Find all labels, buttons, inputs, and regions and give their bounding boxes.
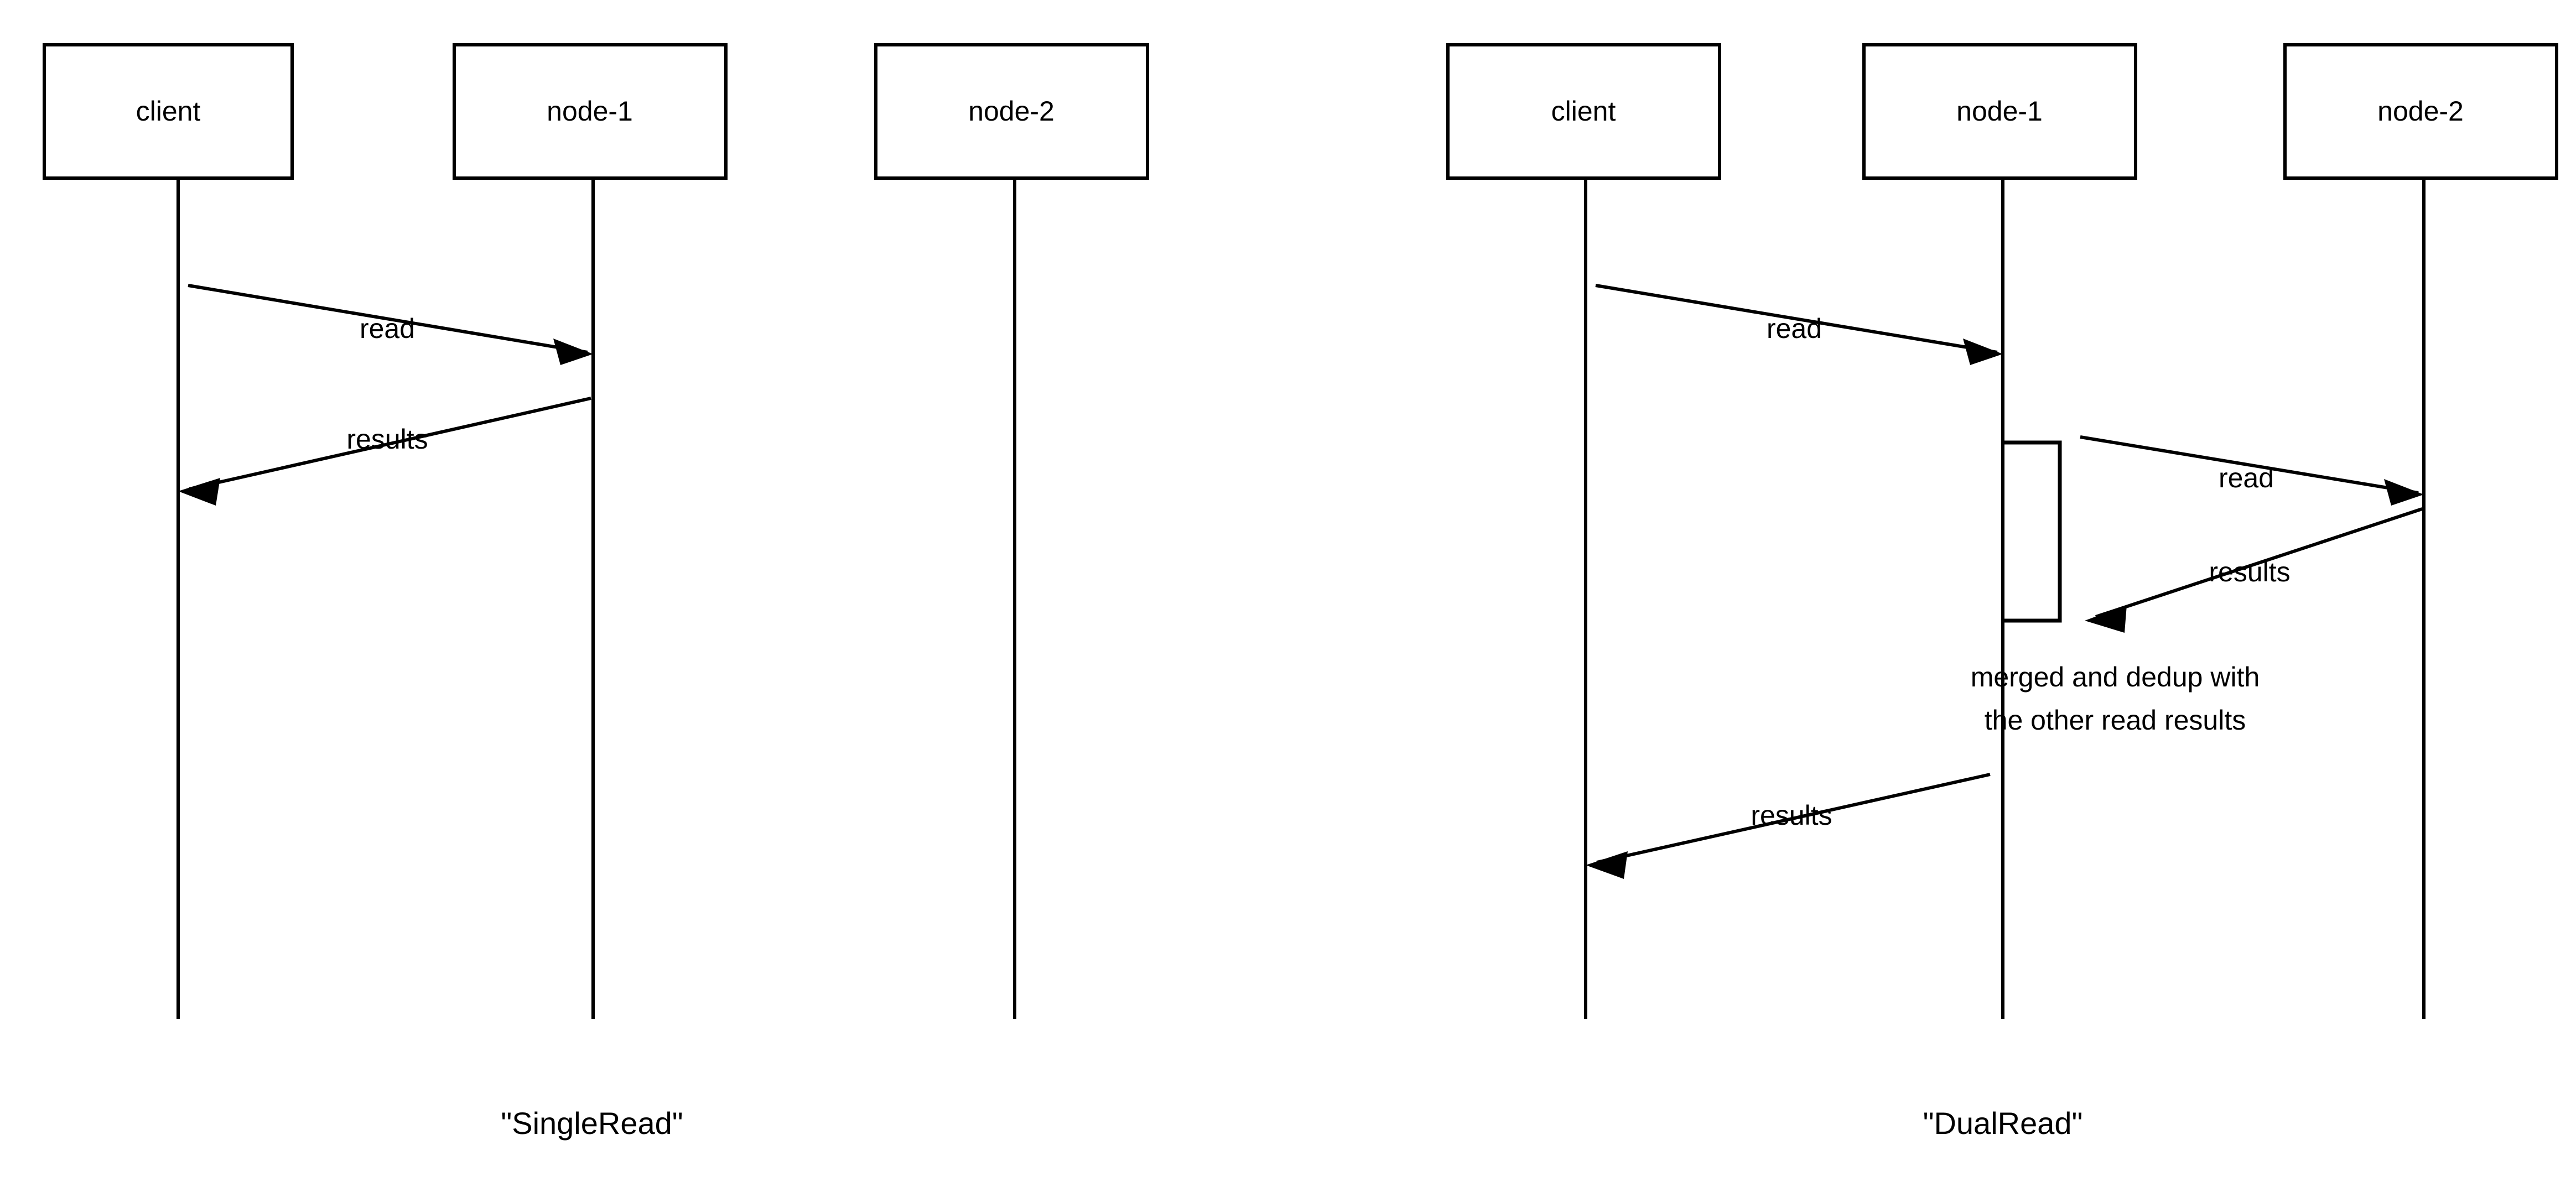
note-line-1: merged and dedup with <box>1971 662 2260 693</box>
message-results-left[interactable]: results <box>178 397 591 506</box>
participant-node-1-left[interactable]: node-1 <box>453 43 728 1019</box>
participant-client-left[interactable]: client <box>43 43 294 1019</box>
participant-box-client-right[interactable] <box>1446 43 1721 180</box>
note-merge-dedup: merged and dedup with the other read res… <box>1971 662 2260 736</box>
participant-node-2-right[interactable]: node-2 <box>2283 43 2558 1019</box>
message-read-2-right[interactable]: read <box>2080 435 2424 506</box>
message-line-read-2 <box>2080 435 2419 495</box>
participant-box-node-1-right[interactable] <box>1862 43 2137 180</box>
arrow-head-read-2 <box>2384 479 2424 506</box>
participant-label-client-right: client <box>1551 96 1616 127</box>
activation-bracket-node-1 <box>2003 440 2062 623</box>
arrow-head-read-1 <box>1963 339 2003 365</box>
diagram-single-read: client node-1 node-2 read results <box>43 43 1149 1141</box>
message-line-results-1 <box>1596 773 1991 864</box>
participant-node-1-right[interactable]: node-1 <box>1862 43 2137 1019</box>
message-line-read-1 <box>1595 284 1998 354</box>
participant-node-2-left[interactable]: node-2 <box>874 43 1149 1019</box>
note-line-2: the other read results <box>1985 705 2246 736</box>
participant-box-node-1[interactable] <box>453 43 728 180</box>
message-read-left[interactable]: read <box>188 284 593 365</box>
diagram-dual-read: client node-1 node-2 read <box>1446 43 2558 1141</box>
message-label-read: read <box>360 313 415 344</box>
participant-box-node-2[interactable] <box>874 43 1149 180</box>
arrow-head-results-2 <box>2085 605 2127 633</box>
participant-label-node-1-right: node-1 <box>1956 96 2043 127</box>
participant-label-node-1: node-1 <box>547 96 633 127</box>
message-label-results-1: results <box>1751 800 1832 831</box>
participant-label-node-2: node-2 <box>968 96 1055 127</box>
arrow-head-results-1 <box>1586 851 1628 879</box>
participant-box-node-2-right[interactable] <box>2283 43 2558 180</box>
diagram-caption-dual-read: "DualRead" <box>1923 1106 2083 1141</box>
participant-label-node-2-right: node-2 <box>2377 96 2464 127</box>
message-results-2-right[interactable]: results <box>2085 507 2423 633</box>
diagram-caption-single-read: "SingleRead" <box>501 1106 683 1141</box>
message-read-1-right[interactable]: read <box>1595 284 2003 365</box>
participant-client-right[interactable]: client <box>1446 43 1721 1019</box>
message-line-results-2 <box>2095 507 2423 618</box>
participant-box-client[interactable] <box>43 43 294 180</box>
message-line-results <box>189 397 591 491</box>
participant-label-client: client <box>136 96 201 127</box>
message-label-results: results <box>346 424 428 455</box>
arrow-head-read <box>553 339 593 365</box>
message-line-read <box>188 284 588 354</box>
message-label-results-2: results <box>2209 556 2290 587</box>
message-label-read-1: read <box>1767 313 1822 344</box>
message-results-1-right[interactable]: results <box>1586 773 1991 879</box>
arrow-head-results <box>178 478 220 506</box>
message-label-read-2: read <box>2219 462 2274 493</box>
activation-bracket-path <box>2003 440 2062 623</box>
